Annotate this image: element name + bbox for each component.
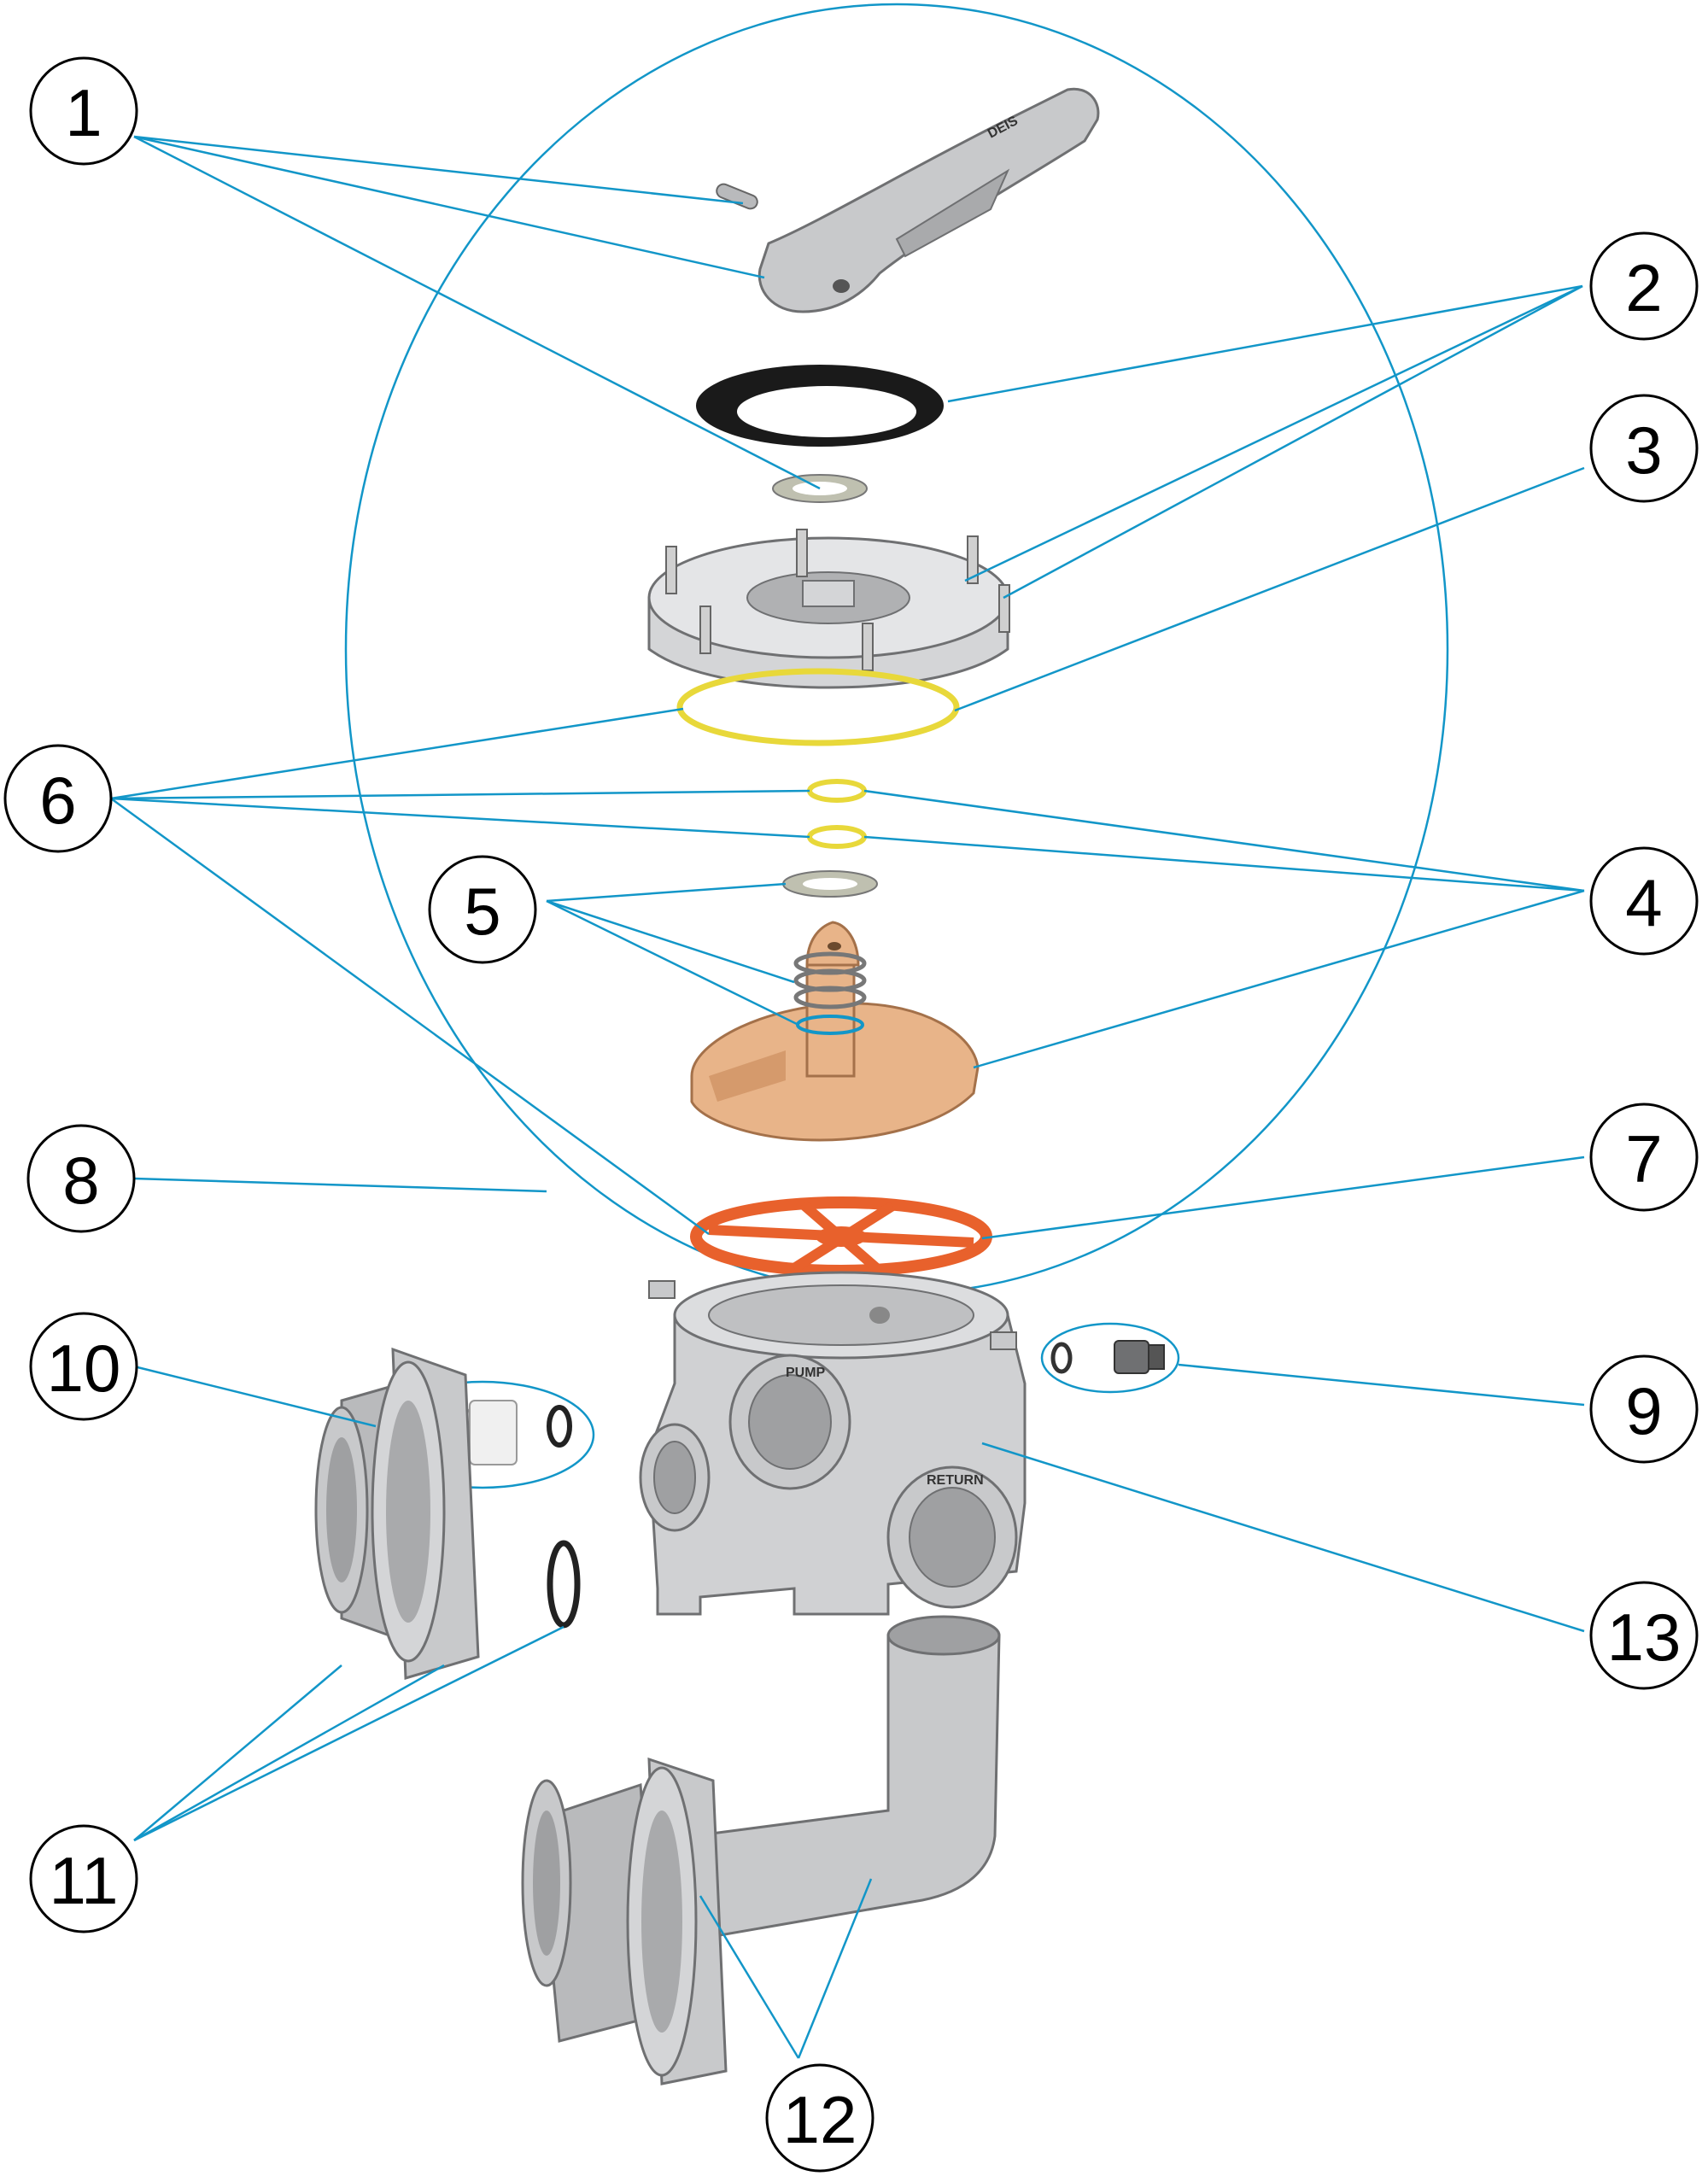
return-port-stamp: RETURN <box>927 1473 984 1488</box>
callout-9: 9 <box>1589 1354 1699 1464</box>
pin-part <box>716 183 758 210</box>
small-o-ring-lower <box>807 825 867 849</box>
callout-6-label: 6 <box>39 763 76 838</box>
callout-11-label: 11 <box>50 1843 119 1918</box>
callout-1-label: 1 <box>65 75 102 150</box>
star-gasket-part <box>690 1196 992 1277</box>
callout-13-label: 13 <box>1607 1600 1682 1675</box>
callout-8-label: 8 <box>62 1143 99 1218</box>
callout-3-label: 3 <box>1625 412 1662 488</box>
callout-2-label: 2 <box>1625 250 1662 325</box>
drain-plug-group-ring <box>1040 1322 1180 1394</box>
handle-part: DEIS <box>757 87 1100 313</box>
small-o-ring-upper <box>807 779 867 803</box>
callout-1: 1 <box>29 56 138 166</box>
callout-11: 11 <box>29 1824 138 1933</box>
union-part <box>314 1347 581 1680</box>
callout-5: 5 <box>428 855 537 964</box>
callout-4-label: 4 <box>1625 865 1662 940</box>
callout-7-label: 7 <box>1625 1121 1662 1196</box>
callout-2: 2 <box>1589 231 1699 341</box>
valve-body-part: PUMP RETURN <box>639 1271 1027 1616</box>
callout-3: 3 <box>1589 394 1699 503</box>
valve-cover-part <box>647 529 1010 689</box>
callout-7: 7 <box>1589 1103 1699 1212</box>
callout-8: 8 <box>26 1124 136 1233</box>
black-gasket-part <box>696 365 944 447</box>
callout-10-label: 10 <box>47 1331 121 1406</box>
rotor-washer-part <box>782 870 878 898</box>
elbow-union-part <box>521 1615 1001 2085</box>
leader-lines <box>110 135 1585 2059</box>
callout-12: 12 <box>765 2063 874 2173</box>
callout-6: 6 <box>3 744 113 853</box>
rotor-part <box>690 921 980 1142</box>
large-o-ring-part <box>676 668 960 746</box>
callout-4: 4 <box>1589 846 1699 956</box>
callout-13: 13 <box>1589 1581 1699 1690</box>
callout-12-label: 12 <box>783 2082 857 2157</box>
callout-5-label: 5 <box>464 874 500 949</box>
drain-plug-part <box>1050 1340 1165 1374</box>
pump-port-stamp: PUMP <box>786 1366 826 1380</box>
callout-9-label: 9 <box>1625 1373 1662 1448</box>
callout-10: 10 <box>29 1312 138 1421</box>
